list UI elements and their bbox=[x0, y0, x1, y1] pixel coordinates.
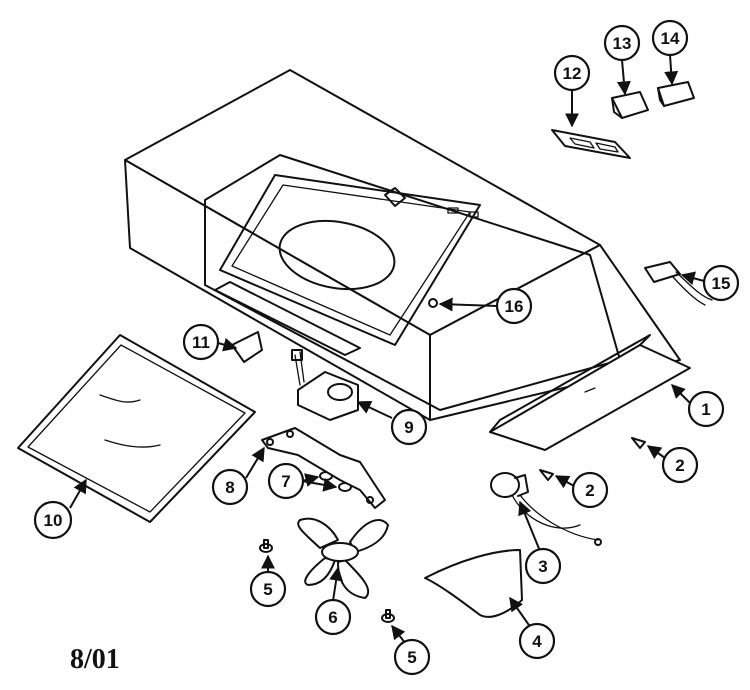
callout-2-right: 2 bbox=[661, 446, 699, 484]
svg-text:2: 2 bbox=[585, 481, 594, 500]
callout-12: 12 bbox=[553, 54, 591, 92]
callout-8: 8 bbox=[211, 468, 249, 506]
callout-1: 1 bbox=[687, 390, 725, 428]
latch-part-11 bbox=[231, 331, 263, 363]
screw-part-5-lower bbox=[381, 609, 395, 623]
svg-text:2: 2 bbox=[675, 456, 684, 475]
hood-body bbox=[124, 69, 681, 421]
switch-part-14 bbox=[657, 81, 695, 107]
callout-2-left: 2 bbox=[571, 471, 609, 509]
motor-bracket-part-8 bbox=[261, 427, 386, 509]
svg-text:14: 14 bbox=[661, 29, 680, 48]
terminal-part-15 bbox=[644, 261, 713, 306]
svg-text:4: 4 bbox=[532, 632, 542, 651]
screw-part-2-right bbox=[631, 437, 646, 449]
filter-part-10 bbox=[17, 334, 256, 523]
callout-7: 7 bbox=[267, 462, 305, 500]
callout-10: 10 bbox=[33, 500, 73, 540]
svg-text:15: 15 bbox=[712, 274, 731, 293]
callout-5-upper: 5 bbox=[249, 570, 287, 608]
fan-blade-part-6 bbox=[297, 517, 389, 599]
svg-text:3: 3 bbox=[538, 557, 547, 576]
date-code: 8/01 bbox=[70, 644, 120, 675]
svg-text:11: 11 bbox=[192, 333, 210, 352]
svg-text:10: 10 bbox=[44, 511, 63, 530]
callout-4: 4 bbox=[518, 622, 556, 660]
svg-text:6: 6 bbox=[328, 608, 337, 627]
svg-text:8: 8 bbox=[225, 478, 234, 497]
callout-14: 14 bbox=[651, 19, 689, 57]
screw-part-5-upper bbox=[259, 539, 273, 553]
svg-text:5: 5 bbox=[407, 648, 416, 667]
callout-15: 15 bbox=[702, 264, 740, 302]
callout-16: 16 bbox=[495, 287, 533, 325]
callout-3: 3 bbox=[524, 547, 562, 585]
screw-part-2-left bbox=[539, 469, 554, 481]
switch-plate-part-12 bbox=[551, 129, 631, 159]
switch-part-13 bbox=[611, 91, 649, 119]
callout-5-lower: 5 bbox=[393, 638, 431, 676]
light-shield-part-1 bbox=[489, 334, 691, 451]
svg-text:1: 1 bbox=[701, 400, 710, 419]
svg-text:5: 5 bbox=[263, 580, 272, 599]
callout-13: 13 bbox=[603, 24, 641, 62]
leader-lines bbox=[69, 54, 705, 649]
callout-11: 11 bbox=[182, 323, 220, 361]
svg-text:16: 16 bbox=[505, 297, 524, 316]
svg-text:13: 13 bbox=[613, 34, 632, 53]
lens-part-4 bbox=[424, 549, 523, 618]
svg-text:7: 7 bbox=[281, 472, 290, 491]
lamp-socket-part-3 bbox=[490, 472, 602, 546]
callout-6: 6 bbox=[314, 598, 352, 636]
svg-text:9: 9 bbox=[404, 418, 413, 437]
svg-text:12: 12 bbox=[563, 64, 582, 83]
callout-9: 9 bbox=[390, 408, 428, 446]
